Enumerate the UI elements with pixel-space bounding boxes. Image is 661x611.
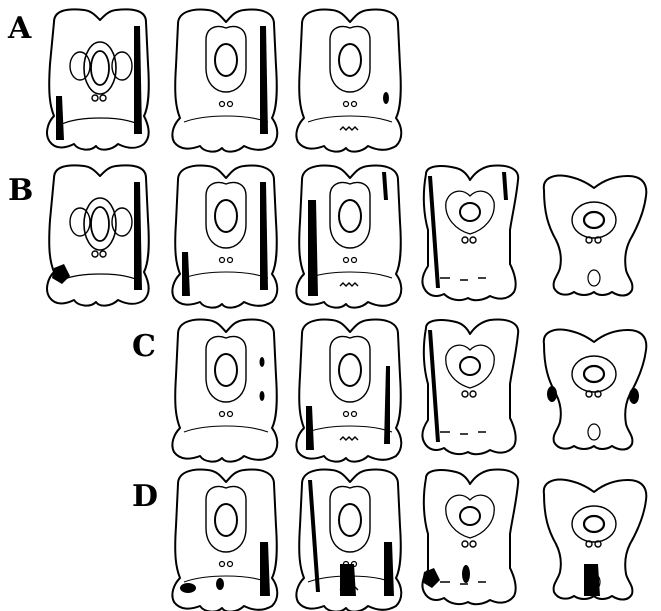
brain-section-c2 (290, 314, 410, 466)
lesion-mark (547, 386, 557, 402)
lesion-mark (383, 92, 389, 104)
panel-label-a: A (8, 14, 31, 44)
lesion-mark (462, 565, 470, 583)
lesion-mark (584, 564, 600, 596)
brain-section-a1 (40, 4, 160, 156)
brain-section-a2 (166, 4, 286, 156)
brain-section-b5 (534, 160, 654, 312)
section-outline (422, 470, 518, 605)
lesion-mark (180, 583, 196, 593)
brain-section-b4 (410, 160, 530, 312)
brain-section-c1 (166, 314, 286, 466)
brain-section-d2 (290, 464, 410, 610)
brain-section-c4 (534, 314, 654, 466)
lesion-mark (260, 391, 265, 401)
panel-label-d: D (132, 482, 158, 512)
lesion-mark (260, 357, 265, 367)
panel-label-b: B (8, 176, 33, 206)
section-outline (47, 165, 149, 305)
brain-section-d3 (410, 464, 530, 610)
brain-section-b2 (166, 160, 286, 312)
section-outline (544, 176, 647, 296)
section-outline (172, 320, 277, 462)
brain-section-b3 (290, 160, 410, 312)
brain-section-c3 (410, 314, 530, 466)
brain-section-d4 (534, 464, 654, 610)
lesion-mark (216, 578, 224, 590)
lesion-mark (629, 388, 639, 404)
section-outline (544, 330, 647, 450)
brain-section-b1 (40, 160, 160, 312)
lesion-mark (340, 564, 356, 596)
section-outline (296, 10, 401, 152)
brain-section-d1 (166, 464, 286, 610)
panel-label-c: C (132, 332, 156, 362)
brain-section-a3 (290, 4, 410, 156)
